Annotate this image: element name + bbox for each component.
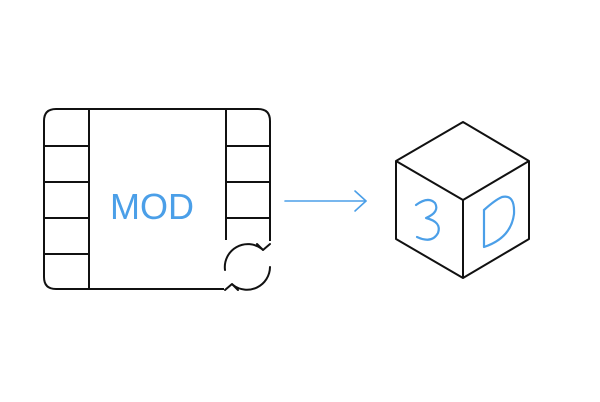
cube-glyph-three xyxy=(414,198,440,241)
film-strip-icon xyxy=(43,108,271,290)
film-strip-frame xyxy=(43,108,271,290)
cube-inner-edges xyxy=(395,160,530,278)
film-label: MOD xyxy=(110,186,194,227)
film-strip-left-sprockets xyxy=(44,145,89,255)
film-strip-right-sprockets xyxy=(226,145,270,219)
cube-3d-icon xyxy=(395,121,530,279)
arrow-right-icon xyxy=(284,190,367,212)
cube-glyph-d xyxy=(482,195,516,249)
refresh-icon xyxy=(223,243,271,291)
